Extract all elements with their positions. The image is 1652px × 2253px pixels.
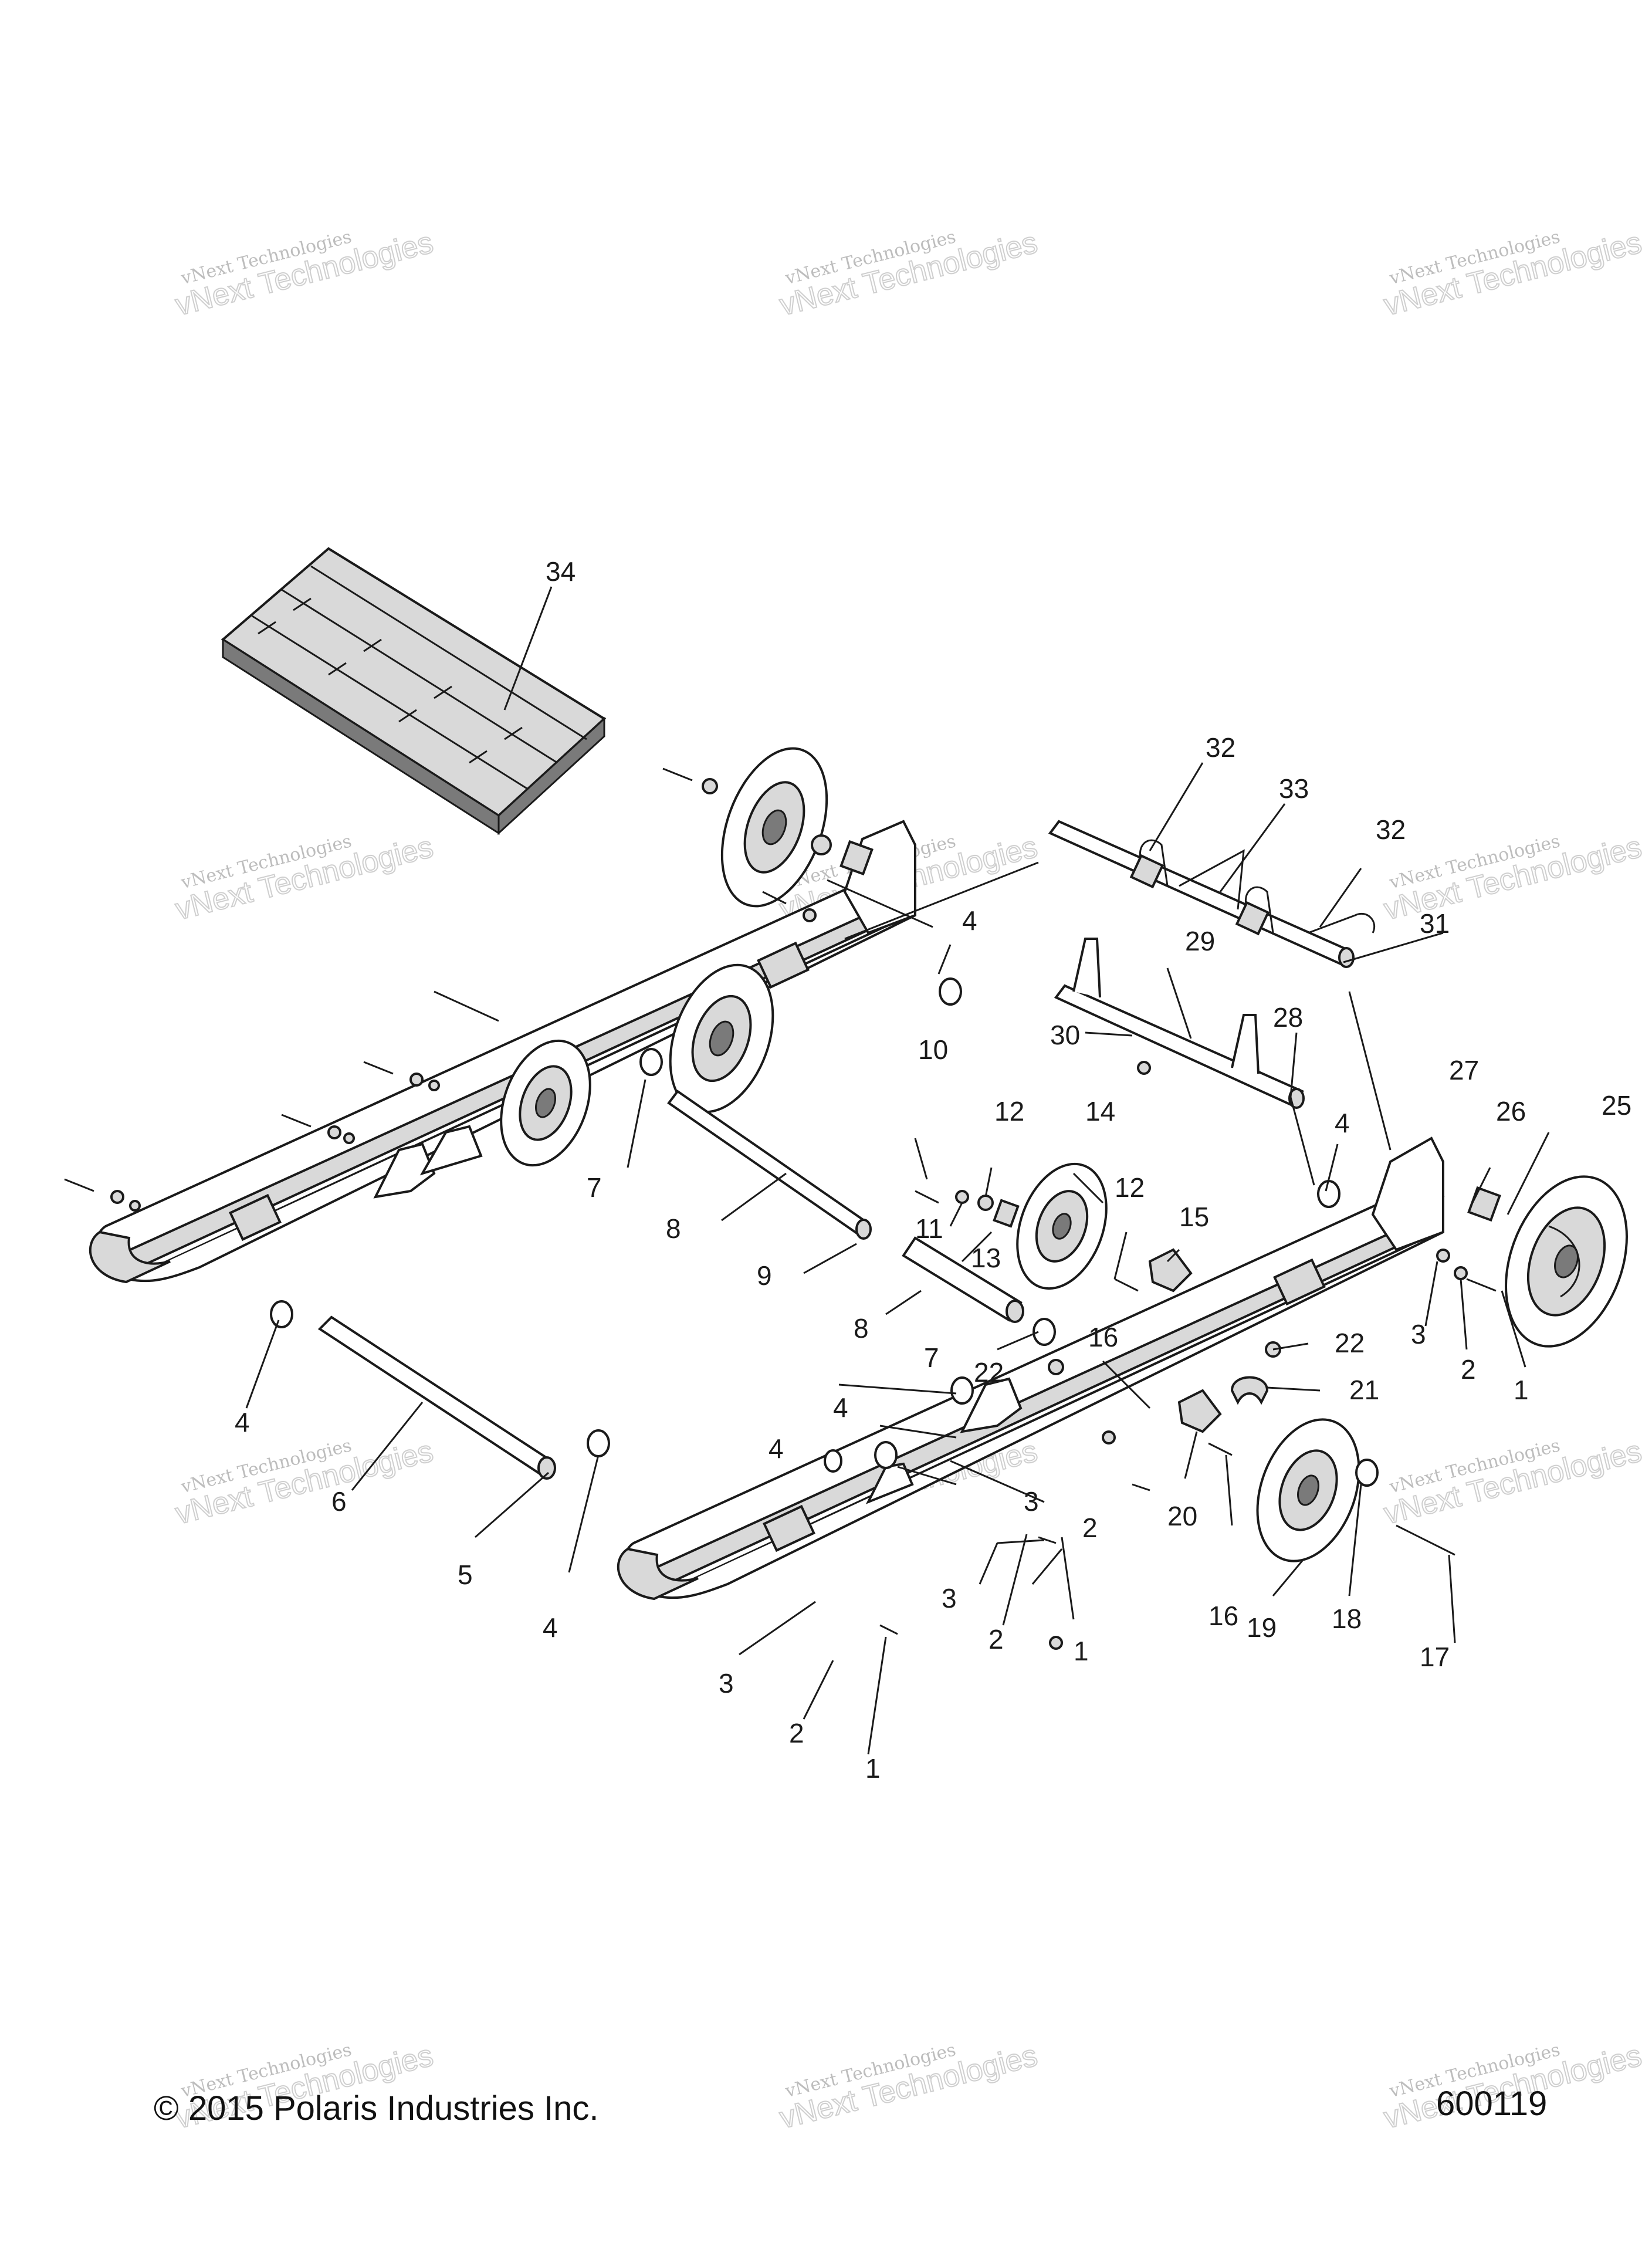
callout-21: 21 xyxy=(1349,1375,1379,1405)
callout-4: 4 xyxy=(235,1407,250,1437)
part-29-cross-shaft xyxy=(1054,938,1305,1109)
callout-19: 19 xyxy=(1247,1612,1277,1643)
callout-5: 5 xyxy=(458,1559,473,1590)
callout-2: 2 xyxy=(789,1718,804,1748)
leader-lines xyxy=(245,586,1550,1755)
callout-3: 3 xyxy=(719,1668,734,1699)
callout-3: 3 xyxy=(1024,1486,1039,1517)
callout-6: 6 xyxy=(331,1486,347,1517)
part-wheel-left-mid xyxy=(669,963,774,1114)
washers xyxy=(270,977,1379,1487)
callout-7: 7 xyxy=(587,1172,602,1203)
callout-1: 1 xyxy=(1514,1375,1529,1405)
callout-4: 4 xyxy=(962,905,977,936)
part-20-block xyxy=(1177,1389,1222,1433)
callout-31: 31 xyxy=(1420,908,1450,939)
callout-33: 33 xyxy=(1279,773,1309,804)
callout-4: 4 xyxy=(769,1433,784,1464)
callout-13: 13 xyxy=(971,1243,1001,1273)
callout-12: 12 xyxy=(1115,1172,1145,1203)
part-15-pivot-block xyxy=(1148,1248,1193,1293)
part-25-rear-wheel xyxy=(1505,1175,1628,1348)
callout-16: 16 xyxy=(1208,1601,1238,1631)
callout-8: 8 xyxy=(854,1313,869,1344)
callout-20: 20 xyxy=(1167,1501,1197,1531)
part-21-bushing xyxy=(1230,1376,1269,1405)
callout-29: 29 xyxy=(1185,926,1215,956)
callout-16: 16 xyxy=(1088,1322,1118,1352)
callout-22: 22 xyxy=(974,1357,1004,1388)
callout-4: 4 xyxy=(1335,1108,1350,1138)
callout-labels: 34 32 33 32 31 29 28 30 4 27 26 25 4 10 … xyxy=(235,556,1631,1784)
part-8-spacer-tube xyxy=(902,1236,1024,1323)
callout-9: 9 xyxy=(757,1260,772,1291)
callout-1: 1 xyxy=(1074,1636,1089,1666)
callout-14: 14 xyxy=(1085,1096,1115,1126)
callout-10: 10 xyxy=(918,1034,948,1065)
copyright-notice: © 2015 Polaris Industries Inc. xyxy=(154,2089,599,2127)
callout-12: 12 xyxy=(994,1096,1024,1126)
callout-1: 1 xyxy=(865,1753,881,1784)
part-wheel-left-rear xyxy=(720,747,828,908)
part-5-shaft xyxy=(317,1315,556,1480)
part-wheel-left-front xyxy=(500,1039,591,1167)
callout-2: 2 xyxy=(1082,1513,1098,1543)
callout-32: 32 xyxy=(1206,732,1235,763)
callout-7: 7 xyxy=(924,1342,939,1373)
callout-11: 11 xyxy=(915,1213,943,1244)
callout-17: 17 xyxy=(1420,1642,1450,1672)
callout-34: 34 xyxy=(546,556,576,587)
callout-30: 30 xyxy=(1050,1020,1080,1050)
callout-3: 3 xyxy=(1411,1319,1426,1349)
rail-right xyxy=(617,1136,1445,1601)
part-31-rear-axle xyxy=(1048,820,1376,968)
callout-4: 4 xyxy=(543,1612,558,1643)
callout-2: 2 xyxy=(989,1624,1004,1655)
callout-26: 26 xyxy=(1496,1096,1526,1126)
callout-27: 27 xyxy=(1449,1055,1479,1085)
diagram-number: 600119 xyxy=(1436,2085,1548,2123)
part-34-wear-strip xyxy=(221,547,607,835)
callout-8: 8 xyxy=(666,1213,681,1244)
callout-18: 18 xyxy=(1332,1604,1362,1634)
callout-28: 28 xyxy=(1273,1002,1303,1033)
callout-4: 4 xyxy=(833,1392,848,1423)
part-19-idler-wheel xyxy=(1256,1418,1360,1562)
callout-25: 25 xyxy=(1602,1090,1631,1121)
callout-15: 15 xyxy=(1179,1202,1209,1232)
callout-3: 3 xyxy=(942,1583,957,1613)
callout-32: 32 xyxy=(1376,814,1406,845)
callout-22: 22 xyxy=(1335,1328,1365,1358)
part-14-idler-wheel xyxy=(1016,1162,1108,1290)
callout-2: 2 xyxy=(1461,1354,1476,1385)
part-9-shaft xyxy=(667,1090,872,1240)
